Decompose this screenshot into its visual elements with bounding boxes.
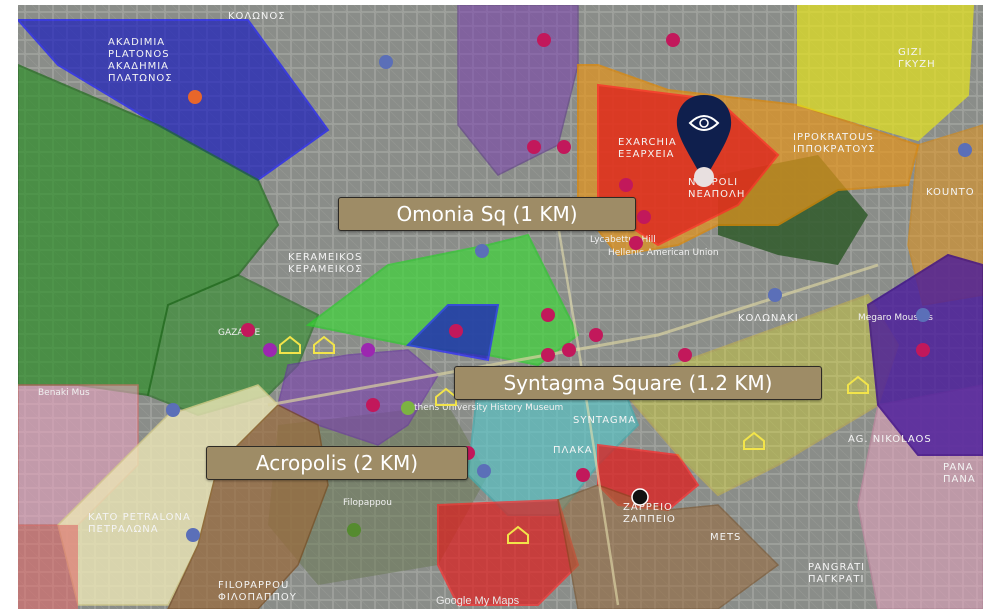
education-pin-icon-10[interactable] (916, 343, 930, 357)
label-kerameikos-2: ΚΕΡΑΜΕΙΚΟΣ (288, 264, 362, 275)
education-pin-icon-7[interactable] (241, 323, 255, 337)
education-pin-icon-2[interactable] (666, 33, 680, 47)
museum-pin-icon-5[interactable] (958, 143, 972, 157)
education-pin-icon-5[interactable] (629, 236, 643, 250)
theatre-pin-icon[interactable] (361, 343, 375, 357)
bar-pin-icon-5[interactable] (562, 343, 576, 357)
hiking-pin-icon[interactable] (347, 523, 361, 537)
label-filopappou-1: FILOPAPPOU (218, 580, 289, 591)
google-my-maps-logo: Google My Maps (436, 595, 520, 607)
label-neapoli-2: ΝΕΑΠΟΛΗ (688, 189, 745, 200)
eye-icon (688, 115, 720, 131)
bar-pin-icon-4[interactable] (541, 348, 555, 362)
location-marker[interactable] (676, 95, 732, 187)
museum-pin-icon-2[interactable] (475, 244, 489, 258)
label-ag-nikolaos: AG. NIKOLAOS (848, 434, 932, 445)
zone-southwest-red[interactable] (18, 525, 78, 609)
road-main (267, 263, 879, 407)
poi-label-megaro: Megaro Mousikis (858, 313, 933, 323)
label-kolonos: ΚΟΛΩΝΟΣ (228, 11, 286, 22)
label-pana-1: PANA (943, 462, 974, 473)
cable-car-pin-icon[interactable] (768, 288, 782, 302)
label-neapoli-1: NEAPOLI (688, 177, 738, 188)
education-pin-icon-11[interactable] (678, 348, 692, 362)
label-syntagma: SYNTAGMA (573, 415, 636, 426)
museum-pin-icon-6[interactable] (916, 308, 930, 322)
label-akadimia-3: ΑΚΑΔΗΜΙΑ (108, 61, 169, 72)
road-avenue (556, 224, 620, 606)
museum-pin-icon[interactable] (379, 55, 393, 69)
bar-pin-icon-7[interactable] (366, 398, 380, 412)
label-zappeio-1: ZAPPEIO (623, 502, 673, 513)
label-gizi-2: ΓΚΥΖΗ (898, 59, 936, 70)
home-icon-3[interactable] (435, 387, 457, 406)
home-icon-4[interactable] (743, 431, 765, 450)
bar-pin-icon[interactable] (619, 178, 633, 192)
poi-label-lycabettus: Lycabettus Hill (590, 235, 656, 245)
label-pangrati-2: ΠΑΓΚΡΑΤΙ (808, 574, 864, 585)
home-icon-6[interactable] (507, 525, 529, 544)
poi-label-hellenic: Hellenic American Union (608, 248, 719, 258)
label-kerameikos-1: KERAMEIKOS (288, 252, 362, 263)
bar-pin-icon-6[interactable] (449, 324, 463, 338)
label-kountou: KOUNTO (926, 187, 975, 198)
label-pangrati-1: PANGRATI (808, 562, 865, 573)
bar-pin-icon-3[interactable] (541, 308, 555, 322)
education-pin-icon-6[interactable] (589, 328, 603, 342)
education-pin-icon[interactable] (537, 33, 551, 47)
hotel-pin-icon[interactable] (188, 90, 202, 104)
label-ippokratous-2: ΙΠΠΟΚΡΑΤΟΥΣ (793, 144, 876, 155)
music-pin-icon[interactable] (263, 343, 277, 357)
museum-pin-icon-3[interactable] (477, 464, 491, 478)
zone-gizi[interactable] (797, 5, 975, 142)
callout-omonia: Omonia Sq (1 KM) (338, 197, 636, 231)
label-zappeio-2: ΖΑΠΠΕΙΟ (623, 514, 676, 525)
label-exarcheia-2: ΕΞΑΡΧΕΙΑ (618, 149, 674, 160)
marker-base (694, 167, 714, 187)
label-pana-2: ΠΑΝΑ (943, 474, 976, 485)
poi-label-filopappou: Filopappou (343, 498, 392, 508)
transit-pin-icon[interactable] (186, 528, 200, 542)
park-pin-icon[interactable] (401, 401, 415, 415)
education-pin-icon-4[interactable] (557, 140, 571, 154)
label-exarcheia-1: EXARCHIA (618, 137, 677, 148)
education-pin-icon-3[interactable] (527, 140, 541, 154)
neighborhood-map[interactable]: ΚΟΛΩΝΟΣ AKADIMIA PLATONOS ΑΚΑΔΗΜΙΑ ΠΛΑΤΩ… (18, 5, 983, 609)
home-icon-2[interactable] (313, 335, 335, 354)
label-mets: METS (710, 532, 741, 543)
zone-gazi[interactable] (146, 273, 320, 417)
bar-pin-icon-2[interactable] (637, 210, 651, 224)
education-pin-icon-9[interactable] (576, 468, 590, 482)
label-ippokratous-1: IPPOKRATOUS (793, 132, 874, 143)
museum-pin-icon-4[interactable] (166, 403, 180, 417)
label-kolonaki: ΚΟΛΩΝΑΚΙ (738, 313, 799, 324)
label-filopappou-2: ΦΙΛΟΠΑΠΠΟΥ (218, 592, 297, 603)
callout-acropolis: Acropolis (2 KM) (206, 446, 468, 480)
map-canvas: ΚΟΛΩΝΟΣ AKADIMIA PLATONOS ΑΚΑΔΗΜΙΑ ΠΛΑΤΩ… (18, 5, 983, 609)
label-gizi-1: GIZI (898, 47, 923, 58)
star-pin-icon[interactable] (631, 488, 649, 506)
label-akadimia-2: PLATONOS (108, 49, 170, 60)
poi-label-benaki: Benaki Mus (38, 388, 90, 398)
home-icon[interactable] (279, 335, 301, 354)
home-icons (279, 335, 869, 544)
label-petralona-1: KATO PETRALONA (88, 512, 191, 523)
callout-syntagma: Syntagma Square (1.2 KM) (454, 366, 822, 400)
label-akadimia-1: AKADIMIA (108, 37, 165, 48)
poi-label-athens-univ: Athens University History Museum (408, 403, 563, 413)
home-icon-5[interactable] (847, 375, 869, 394)
label-petralona-2: ΠΕΤΡΑΛΩΝΑ (88, 524, 159, 535)
poi-pins (166, 33, 972, 542)
poi-label-gazarte: GAZARTE (218, 328, 261, 338)
label-akadimia-4: ΠΛΑΤΩΝΟΣ (108, 73, 173, 84)
label-plaka: ΠΛΑΚΑ (553, 445, 593, 456)
